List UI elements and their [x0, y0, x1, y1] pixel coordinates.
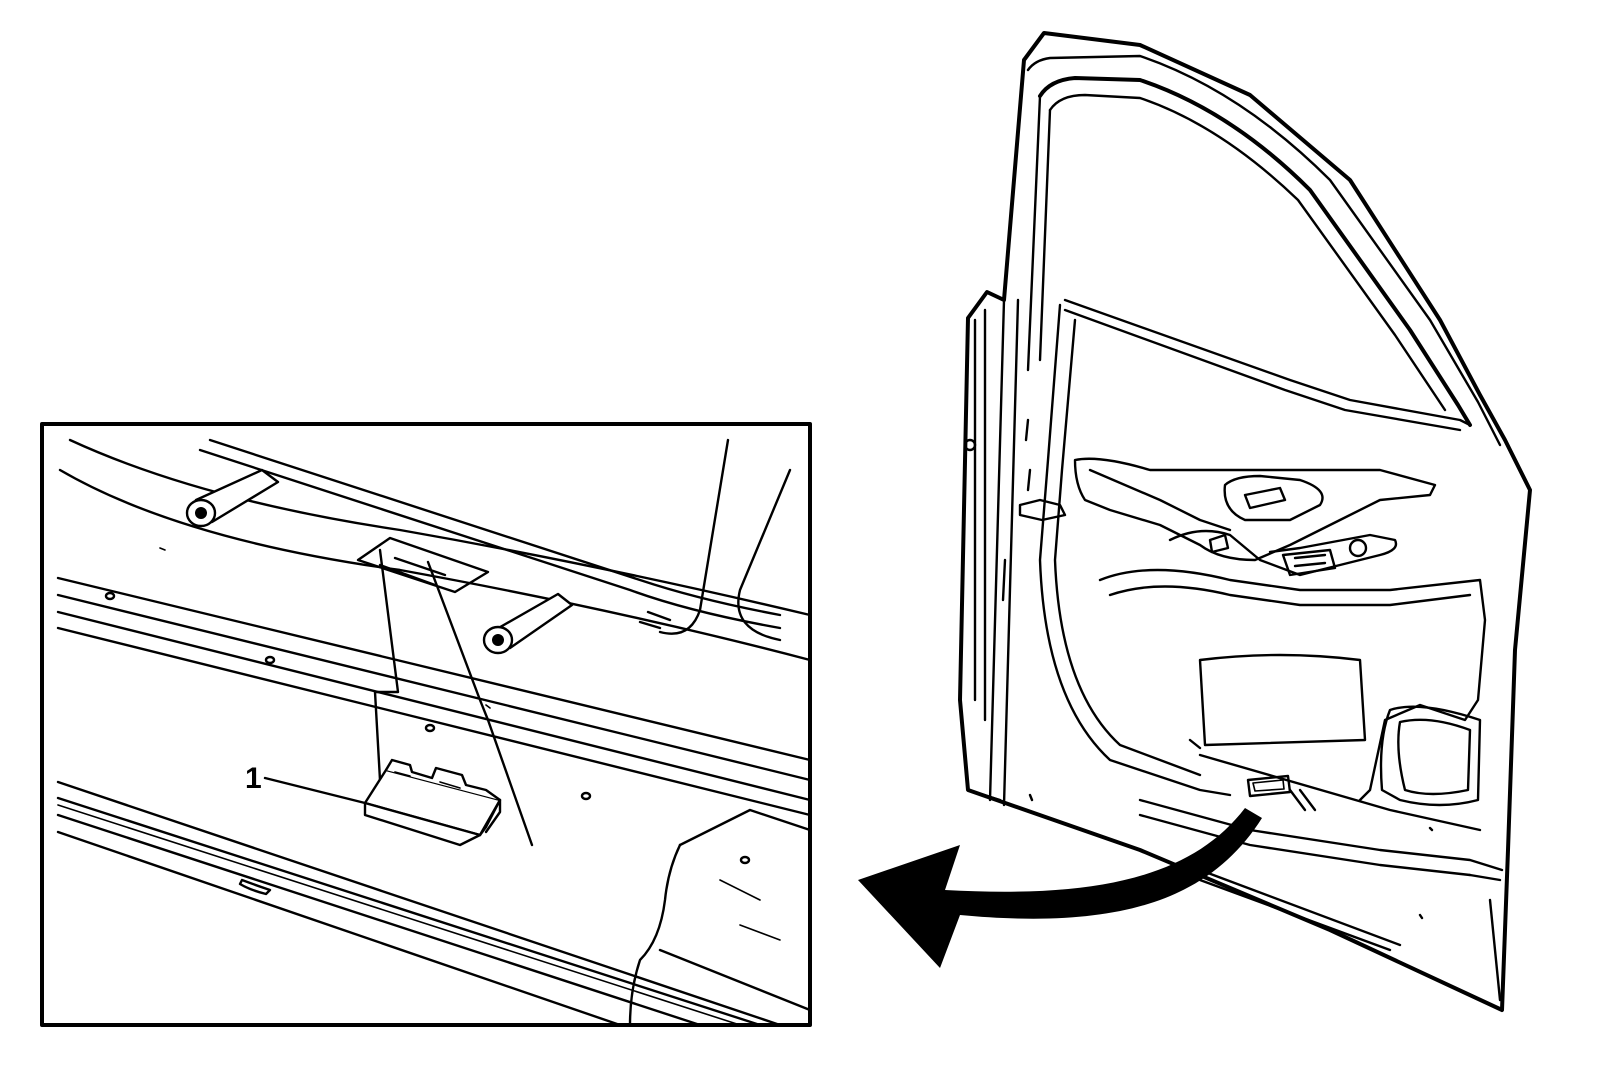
courtesy-lamp-icon	[363, 758, 502, 847]
front-door-icon	[958, 31, 1532, 1012]
detail-inset: 1	[40, 422, 812, 1027]
courtesy-lamp-icon	[1246, 774, 1292, 798]
curved-arrow-icon	[858, 808, 1262, 968]
callout-1-label: 1	[245, 762, 262, 795]
